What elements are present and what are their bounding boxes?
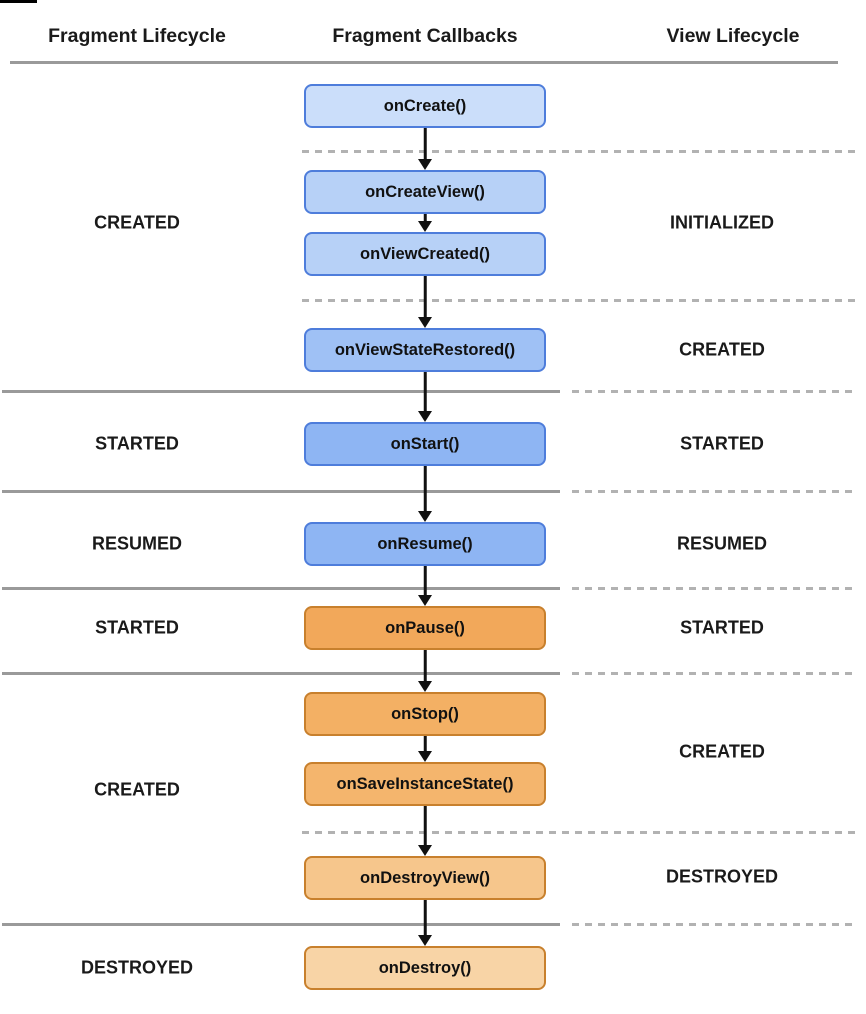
section-separator-dashed	[302, 299, 858, 302]
callback-box-onstop: onStop()	[304, 692, 546, 736]
section-separator-dashed	[572, 587, 858, 590]
callback-box-onresume: onResume()	[304, 522, 546, 566]
view-state-label: STARTED	[680, 433, 764, 454]
section-separator-solid	[10, 61, 838, 64]
section-separator-solid	[2, 390, 560, 393]
arrow-shaft	[423, 806, 427, 847]
column-header-fragment-lifecycle: Fragment Lifecycle	[48, 25, 226, 47]
fragment-state-label: DESTROYED	[80, 957, 194, 978]
section-separator-dashed	[572, 390, 858, 393]
callback-label: onCreateView()	[365, 182, 485, 201]
arrowhead-down-icon	[418, 935, 432, 946]
arrow-shaft	[423, 214, 427, 223]
section-separator-solid	[2, 490, 560, 493]
arrowhead-down-icon	[418, 681, 432, 692]
flow-arrow-down	[417, 650, 433, 692]
callback-box-onstart: onStart()	[304, 422, 546, 466]
view-state-label: STARTED	[680, 617, 764, 638]
flow-arrow-down	[417, 736, 433, 762]
section-separator-solid	[2, 587, 560, 590]
section-separator-solid	[2, 672, 560, 675]
section-separator-dashed	[572, 923, 858, 926]
flow-arrow-down	[417, 466, 433, 522]
arrow-shaft	[423, 372, 427, 413]
corner-mark	[0, 0, 37, 3]
section-separator-dashed	[302, 831, 858, 834]
flow-arrow-down	[417, 128, 433, 170]
arrowhead-down-icon	[418, 221, 432, 232]
arrow-shaft	[423, 900, 427, 937]
callback-box-onsaveinstancestate: onSaveInstanceState()	[304, 762, 546, 806]
arrow-shaft	[423, 566, 427, 597]
view-state-label: CREATED	[679, 741, 765, 762]
arrowhead-down-icon	[418, 845, 432, 856]
flow-arrow-down	[417, 900, 433, 946]
section-separator-dashed	[302, 150, 858, 153]
section-separator-solid	[2, 923, 560, 926]
view-state-label: INITIALIZED	[670, 212, 774, 233]
fragment-state-label: CREATED	[94, 212, 180, 233]
callback-label: onDestroyView()	[360, 868, 490, 887]
flow-arrow-down	[417, 372, 433, 422]
callback-label: onCreate()	[383, 96, 467, 115]
callback-box-onviewstaterestored: onViewStateRestored()	[304, 328, 546, 372]
callback-box-ondestroy: onDestroy()	[304, 946, 546, 990]
callback-label: onDestroy()	[378, 958, 472, 977]
section-separator-dashed	[572, 672, 858, 675]
fragment-state-label: RESUMED	[91, 533, 183, 554]
arrowhead-down-icon	[418, 159, 432, 170]
callback-label: onViewCreated()	[360, 244, 490, 263]
callback-box-oncreateview: onCreateView()	[304, 170, 546, 214]
callback-label: onViewStateRestored()	[334, 340, 516, 359]
column-header-view-lifecycle: View Lifecycle	[666, 25, 800, 47]
section-separator-dashed	[572, 490, 858, 493]
fragment-state-label: STARTED	[95, 617, 179, 638]
fragment-state-label: STARTED	[95, 433, 179, 454]
callback-label: onStart()	[390, 434, 460, 453]
column-header-fragment-callbacks: Fragment Callbacks	[332, 25, 518, 47]
callback-box-onpause: onPause()	[304, 606, 546, 650]
callback-label: onSaveInstanceState()	[336, 774, 514, 793]
callback-label: onStop()	[391, 704, 459, 723]
flow-arrow-down	[417, 276, 433, 328]
arrow-shaft	[423, 276, 427, 319]
flow-arrow-down	[417, 806, 433, 856]
flow-arrow-down	[417, 214, 433, 232]
arrowhead-down-icon	[418, 595, 432, 606]
view-state-label: CREATED	[679, 339, 765, 360]
arrowhead-down-icon	[418, 317, 432, 328]
callback-box-ondestroyview: onDestroyView()	[304, 856, 546, 900]
callback-box-onviewcreated: onViewCreated()	[304, 232, 546, 276]
fragment-state-label: CREATED	[94, 779, 180, 800]
callback-label: onResume()	[377, 534, 473, 553]
view-state-label: DESTROYED	[665, 866, 779, 887]
arrowhead-down-icon	[418, 411, 432, 422]
arrow-shaft	[423, 128, 427, 161]
view-state-label: RESUMED	[676, 533, 768, 554]
flow-arrow-down	[417, 566, 433, 606]
arrowhead-down-icon	[418, 751, 432, 762]
callback-label: onPause()	[385, 618, 465, 637]
callback-box-oncreate: onCreate()	[304, 84, 546, 128]
arrow-shaft	[423, 736, 427, 753]
arrowhead-down-icon	[418, 511, 432, 522]
arrow-shaft	[423, 466, 427, 513]
arrow-shaft	[423, 650, 427, 683]
